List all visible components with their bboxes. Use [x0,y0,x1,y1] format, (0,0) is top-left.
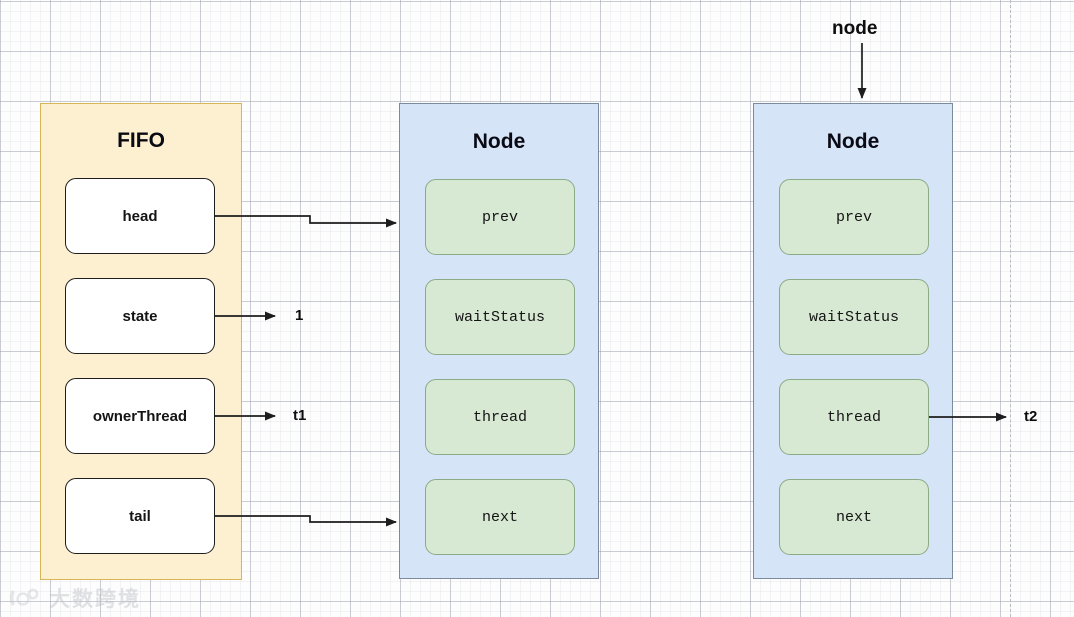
node1-field-next-label: next [481,508,518,526]
node2-field-waitstatus[interactable]: waitStatus [779,279,929,355]
fifo-field-state-label: state [122,307,158,325]
fifo-title: FIFO [117,129,165,152]
watermark-logo-icon [9,588,39,606]
connector-head-to-node1-prev [215,215,397,228]
node1-field-waitstatus-label: waitStatus [454,308,545,326]
node1-field-waitstatus[interactable]: waitStatus [425,279,575,355]
node1-field-thread[interactable]: thread [425,379,575,455]
page-break-guide [1010,0,1011,617]
fifo-field-ownerthread-label: ownerThread [92,407,188,425]
node2-field-next-label: next [835,508,872,526]
node2-field-thread[interactable]: thread [779,379,929,455]
node2-field-thread-label: thread [826,408,881,426]
fifo-field-tail[interactable]: tail [65,478,215,554]
fifo-field-ownerthread[interactable]: ownerThread [65,378,215,454]
node2-field-next[interactable]: next [779,479,929,555]
connector-tail-to-node1-next [215,515,397,527]
watermark-text: 大数跨境 [49,587,141,611]
node1-field-next[interactable]: next [425,479,575,555]
node2-field-prev[interactable]: prev [779,179,929,255]
fifo-field-state[interactable]: state [65,278,215,354]
node2-title: Node [826,130,880,153]
fifo-field-tail-label: tail [129,507,151,525]
node1-field-prev[interactable]: prev [425,179,575,255]
node1-title: Node [472,130,526,153]
node2-thread-value-label: t2 [1024,408,1038,425]
node-pointer-label: node [832,18,878,39]
fifo-field-head-label: head [122,207,158,225]
ownerthread-value-label: t1 [293,407,307,424]
node2-field-waitstatus-label: waitStatus [808,308,899,326]
state-value-label: 1 [295,307,304,324]
fifo-field-head[interactable]: head [65,178,215,254]
watermark: 大数跨境 [8,583,141,613]
node2-field-prev-label: prev [835,208,872,226]
node1-field-thread-label: thread [472,408,527,426]
node1-field-prev-label: prev [481,208,518,226]
